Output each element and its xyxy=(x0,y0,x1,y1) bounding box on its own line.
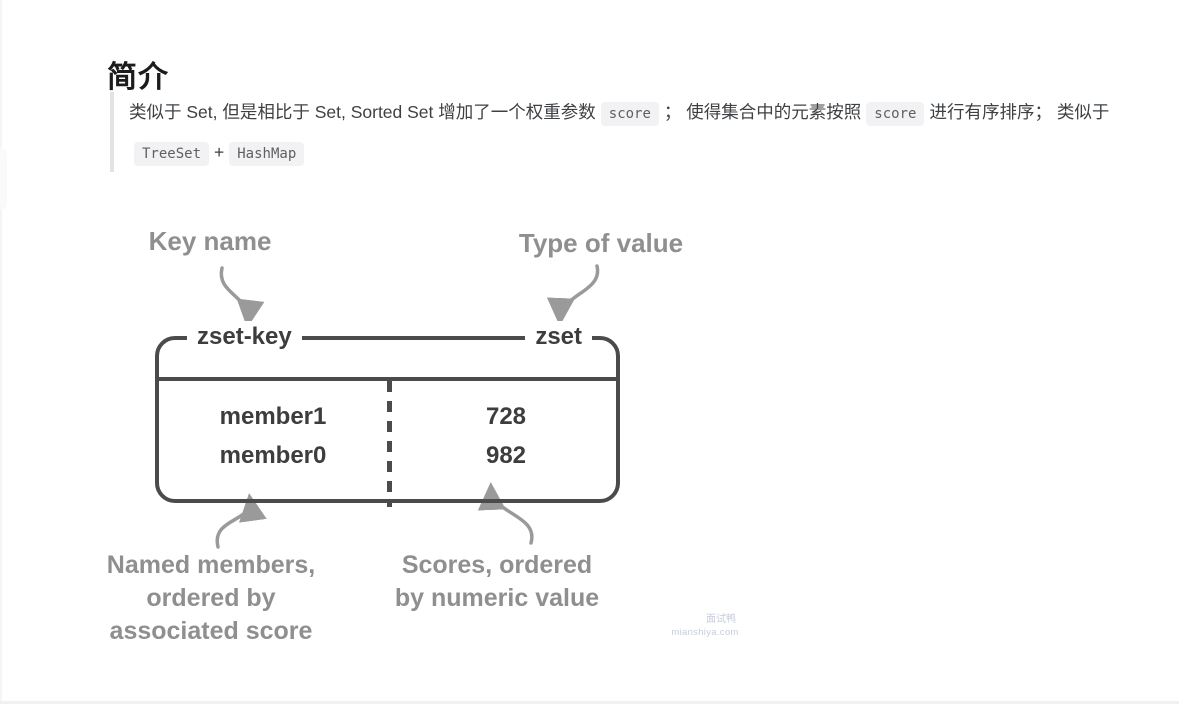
member-cell: member1 xyxy=(219,403,327,430)
members-note-line: Named members, xyxy=(106,551,316,579)
scores-note-line: by numeric value xyxy=(394,584,600,612)
site-watermark: 面试鸭 mianshiya.com xyxy=(670,613,740,639)
section-title: 简介 xyxy=(107,61,169,95)
quote-text: 进行有序排序； 类似于 xyxy=(929,102,1110,122)
members-note-line: ordered by xyxy=(146,584,276,612)
quote-text: 类似于 Set, 但是相比于 Set, Sorted Set 增加了一个权重参数 xyxy=(129,102,596,122)
watermark-domain: mianshiya.com xyxy=(671,627,739,638)
scores-note: Scores, ordered by numeric value xyxy=(357,549,637,615)
intro-blockquote: 类似于 Set, 但是相比于 Set, Sorted Set 增加了一个权重参数… xyxy=(110,92,1135,172)
arrow-key-name xyxy=(219,266,265,328)
key-name-label: Key name xyxy=(148,226,272,256)
bottom-edge-divider xyxy=(0,701,1179,704)
scores-note-line: Scores, ordered xyxy=(401,551,593,579)
inline-code-score: score xyxy=(866,102,925,126)
members-note-line: associated score xyxy=(109,617,313,645)
watermark-brand: 面试鸭 xyxy=(706,614,736,625)
score-cell: 982 xyxy=(485,442,527,469)
left-edge-artifact xyxy=(0,148,7,210)
zset-structure-box: zset-key zset member1 728 member0 982 xyxy=(155,321,620,507)
quote-text: ； 使得集合中的元素按照 xyxy=(663,102,862,122)
box-header-separator xyxy=(155,377,620,381)
arrow-type-of-value xyxy=(546,264,600,326)
inline-code-hashmap: HashMap xyxy=(229,142,305,166)
member-score-divider xyxy=(387,381,392,507)
member-cell: member0 xyxy=(219,442,327,469)
members-note: Named members, ordered by associated sco… xyxy=(70,549,352,648)
zset-value-type: zset xyxy=(525,321,592,352)
left-edge-divider xyxy=(0,0,2,704)
type-of-value-label: Type of value xyxy=(518,228,684,258)
arrow-members-note xyxy=(215,493,267,549)
score-cell: 728 xyxy=(485,403,527,430)
quote-text: + xyxy=(214,142,225,162)
inline-code-treeset: TreeSet xyxy=(134,142,210,166)
zset-key-name: zset-key xyxy=(187,321,302,352)
inline-code-score: score xyxy=(600,102,659,126)
